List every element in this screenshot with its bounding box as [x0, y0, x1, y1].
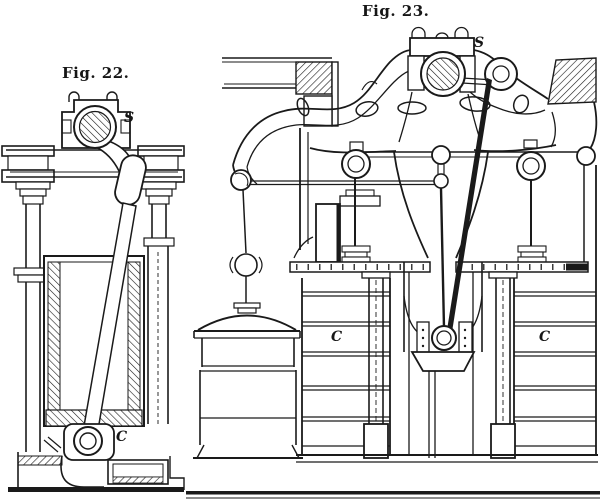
fig23-engraving [186, 26, 600, 499]
fig23-crank-pin [431, 325, 457, 351]
fig22-crankshaft-pedestal [61, 91, 133, 173]
fig23-beam-links [230, 139, 596, 262]
fig23-condenser-right [513, 165, 597, 455]
fig23-frame [232, 49, 598, 259]
fig23-air-pump [403, 78, 492, 458]
fig23-hotwell [193, 189, 303, 459]
fig23-base [186, 454, 600, 499]
fig22-right-column [141, 181, 177, 424]
fig22-title: Fig. 22. [62, 64, 130, 82]
fig23-pulley [230, 169, 252, 191]
fig22-label-shaft: S [124, 110, 135, 126]
fig23-piston-rods [315, 178, 547, 263]
fig22-cylinder [43, 255, 145, 427]
fig22-entablature [1, 145, 185, 183]
fig23-eccentric-rod [447, 78, 492, 332]
fig23-label-condenser-left: C [331, 329, 343, 345]
fig22-left-column [13, 181, 51, 452]
fig22-base [8, 436, 185, 492]
fig23-columns [361, 271, 518, 459]
fig23-label-condenser-right: C [539, 329, 551, 345]
fig23-right-wall [547, 57, 597, 105]
fig23-left-wall [222, 57, 339, 127]
fig23-crankshaft [407, 26, 518, 97]
fig23-label-shaft: S [474, 35, 485, 51]
fig23-condenser-left [301, 278, 391, 455]
fig23-platform [289, 261, 589, 273]
fig22-label-crank: C [116, 429, 128, 445]
fig22-crank [63, 423, 115, 461]
fig22-engraving [1, 91, 185, 492]
fig23-title: Fig. 23. [362, 2, 430, 20]
fig23-eccentric [484, 57, 518, 91]
fig23-valve-chest [315, 203, 341, 263]
